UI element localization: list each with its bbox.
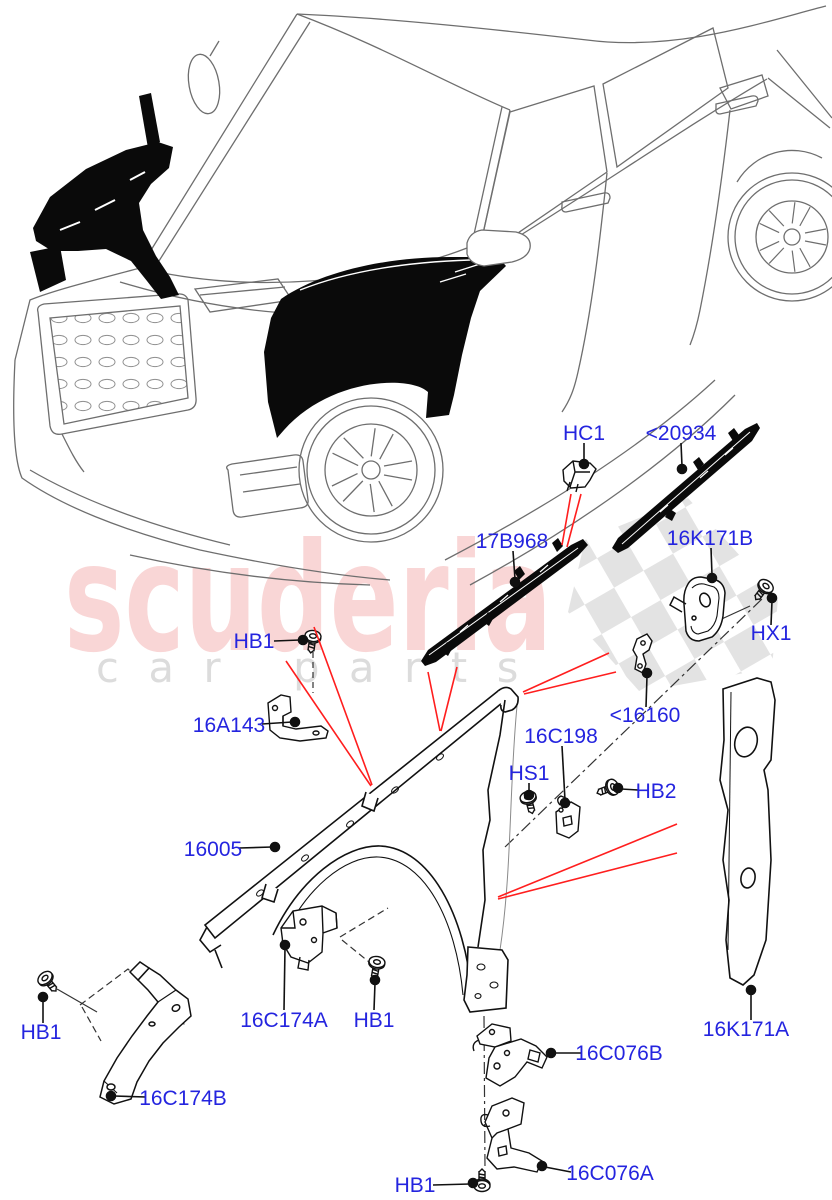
part-label-16c076a[interactable]: 16C076A <box>566 1162 654 1185</box>
part-label-16005[interactable]: 16005 <box>184 838 242 861</box>
roofline-far <box>296 5 827 44</box>
fog-lamp-slats <box>239 466 301 493</box>
inner-structure-details <box>59 171 146 231</box>
front-wing-details <box>299 259 481 291</box>
part-hb1-left-screw <box>34 967 63 997</box>
bumper-lower-lines <box>29 433 371 586</box>
part-label-hc1[interactable]: HC1 <box>563 422 605 445</box>
hood-left-edge <box>14 267 141 361</box>
part-16c174b-bracket <box>99 961 192 1105</box>
front-door-handle <box>561 192 611 213</box>
pointer-17b968 <box>427 666 458 732</box>
part-label-hx1[interactable]: HX1 <box>751 622 792 645</box>
fog-lamp-recess <box>226 454 309 518</box>
grille-outline <box>36 293 197 435</box>
rear-rim <box>755 200 829 274</box>
pointer-hc1 <box>561 493 582 548</box>
vehicle-blacked-parts <box>30 93 531 543</box>
part-label-16c174b[interactable]: 16C174B <box>139 1087 227 1110</box>
part-labels: HC1 <20934 17B968 16K171B HX1 HB1 16A143… <box>21 422 792 1197</box>
part-label-hb1-mid[interactable]: HB1 <box>354 1009 395 1032</box>
a-pillar <box>139 13 311 273</box>
watermark-brand-text: scuderia <box>64 512 552 686</box>
part-label-16k171b[interactable]: 16K171B <box>667 527 753 550</box>
roof-rail-near <box>296 13 511 111</box>
front-door-cut <box>561 172 608 413</box>
part-20934-strip <box>612 423 760 553</box>
pointer-16k171a <box>497 823 678 900</box>
pointer-16160 <box>522 652 617 695</box>
rear-door-window <box>602 27 729 169</box>
inner-fender-structure-silhouette <box>33 142 179 299</box>
part-label-16c198[interactable]: 16C198 <box>524 725 598 748</box>
rear-door-handle <box>715 95 759 115</box>
rear-tire <box>727 172 832 302</box>
door-mirror <box>466 229 531 267</box>
sill-lines <box>444 379 736 586</box>
door-edge-ghost <box>499 705 518 951</box>
part-16a143-bracket <box>267 694 329 742</box>
part-label-16160[interactable]: <16160 <box>610 704 681 727</box>
rear-tire-inner <box>734 179 832 295</box>
part-label-16c174a[interactable]: 16C174A <box>240 1009 328 1032</box>
part-label-hb2[interactable]: HB2 <box>636 780 677 803</box>
part-hc1-clip <box>562 460 597 493</box>
rear-wheel-arch <box>736 149 823 183</box>
part-16c076b-bracket <box>472 1023 548 1087</box>
front-wheel <box>298 397 444 543</box>
bumper-outline <box>13 359 391 581</box>
front-wing-silhouette <box>264 257 506 438</box>
part-label-hb1-left[interactable]: HB1 <box>21 1021 62 1044</box>
rear-pillar <box>767 49 832 129</box>
inner-structure-lower <box>30 246 66 292</box>
part-16005-fender <box>199 686 519 1013</box>
part-label-hb1-bot[interactable]: HB1 <box>395 1174 436 1197</box>
part-label-20934[interactable]: <20934 <box>646 422 717 445</box>
inner-structure-arm <box>139 93 160 148</box>
part-16160-bracket <box>632 633 653 674</box>
interior-mirror <box>187 53 221 115</box>
part-16k171a-panel <box>719 677 776 986</box>
part-16c076a-bracket <box>480 1097 543 1173</box>
rear-door-cut <box>689 109 731 346</box>
leader-lines <box>37 442 778 1189</box>
rear-hub <box>783 228 801 246</box>
part-label-16k171a[interactable]: 16K171A <box>703 1018 789 1041</box>
part-label-17b968[interactable]: 17B968 <box>476 530 548 553</box>
part-label-hb1-top[interactable]: HB1 <box>234 630 275 653</box>
exploded-parts <box>34 423 777 1193</box>
part-label-16a143[interactable]: 16A143 <box>193 714 265 737</box>
part-16k171b-bracket <box>669 576 726 642</box>
front-door-window <box>476 85 608 263</box>
part-16c198-bracket <box>555 795 581 839</box>
axis-upper <box>504 598 763 848</box>
part-17b968-strip <box>421 538 588 666</box>
axis-16c174a <box>339 907 389 963</box>
grille-mesh <box>49 305 189 425</box>
pointer-16a143 <box>285 626 373 787</box>
part-label-16c076b[interactable]: 16C076B <box>575 1042 663 1065</box>
part-16c174a-bracket <box>280 905 338 971</box>
red-pointer-lines <box>285 493 678 900</box>
part-label-hs1[interactable]: HS1 <box>509 762 550 785</box>
interior-mirror-stalk <box>209 40 220 57</box>
link-hb1-16c174b <box>56 988 98 1013</box>
